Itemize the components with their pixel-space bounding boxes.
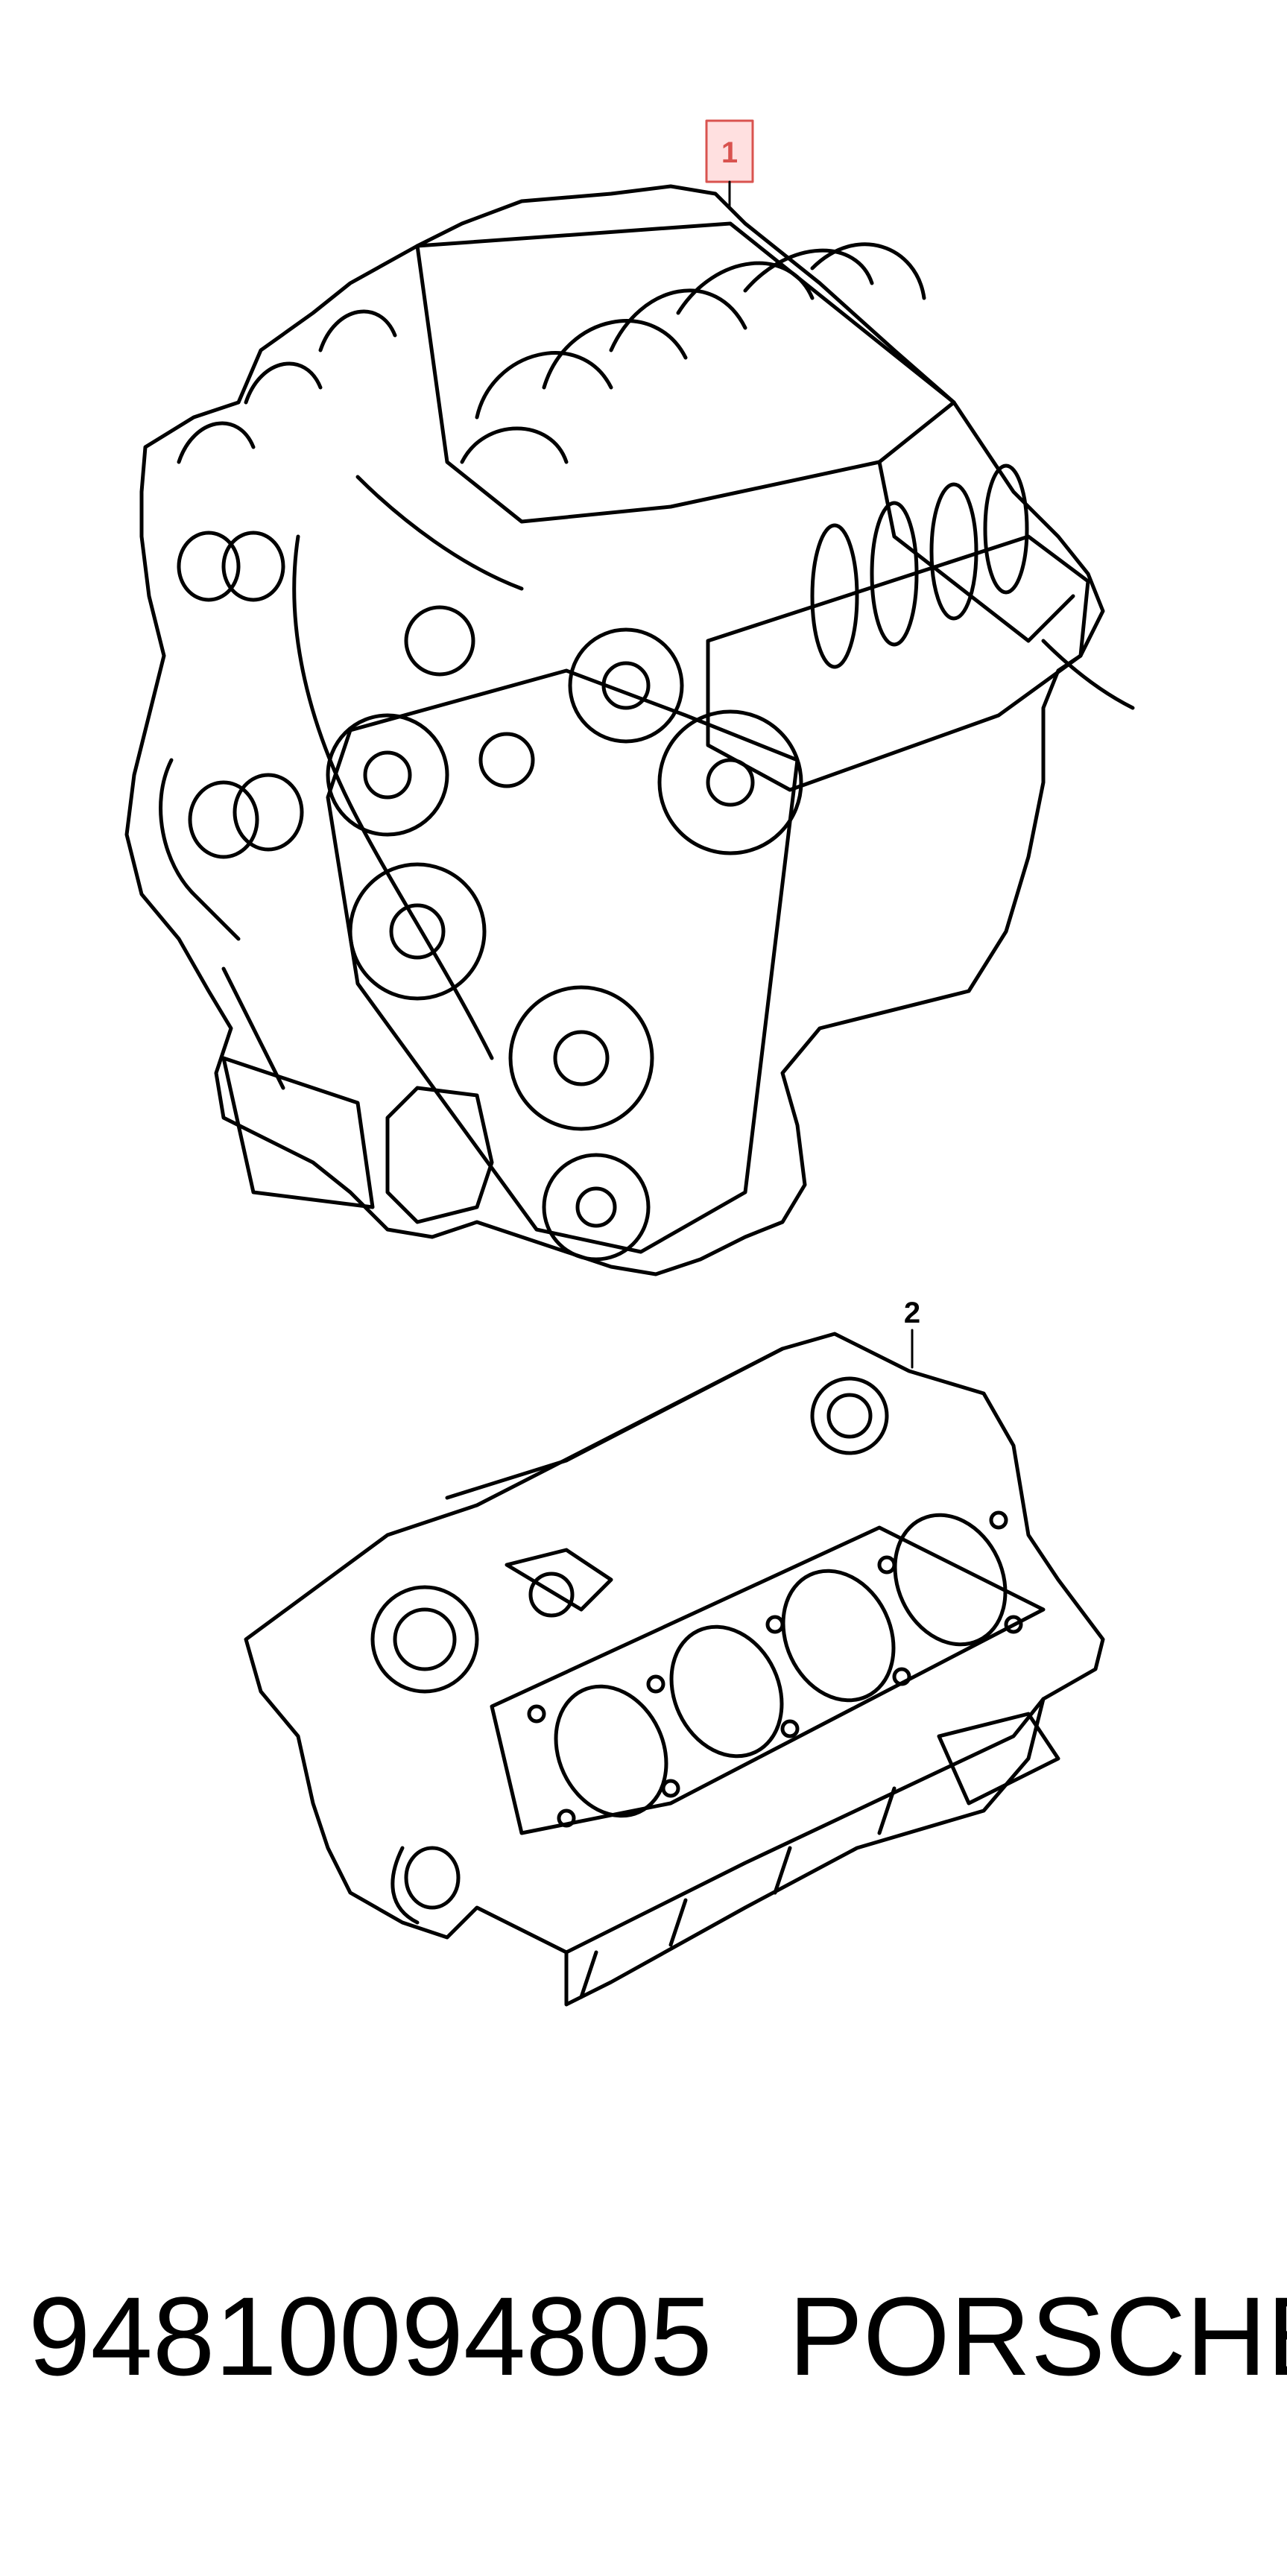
parts-diagram: 1 bbox=[124, 119, 1135, 2007]
callout-1[interactable]: 1 bbox=[705, 119, 754, 210]
engine-block-drawing[interactable] bbox=[244, 1332, 1105, 2007]
callout-1-label: 1 bbox=[721, 136, 738, 169]
brand-name: PORSCHE bbox=[788, 2273, 1287, 2399]
part-footer: 94810094805 PORSCHE bbox=[0, 2250, 1287, 2474]
engine-assembly-drawing[interactable] bbox=[124, 184, 1135, 1276]
callout-2[interactable]: 2 bbox=[904, 1297, 920, 1369]
part-number: 94810094805 bbox=[28, 2273, 712, 2399]
callout-2-label: 2 bbox=[904, 1297, 920, 1329]
